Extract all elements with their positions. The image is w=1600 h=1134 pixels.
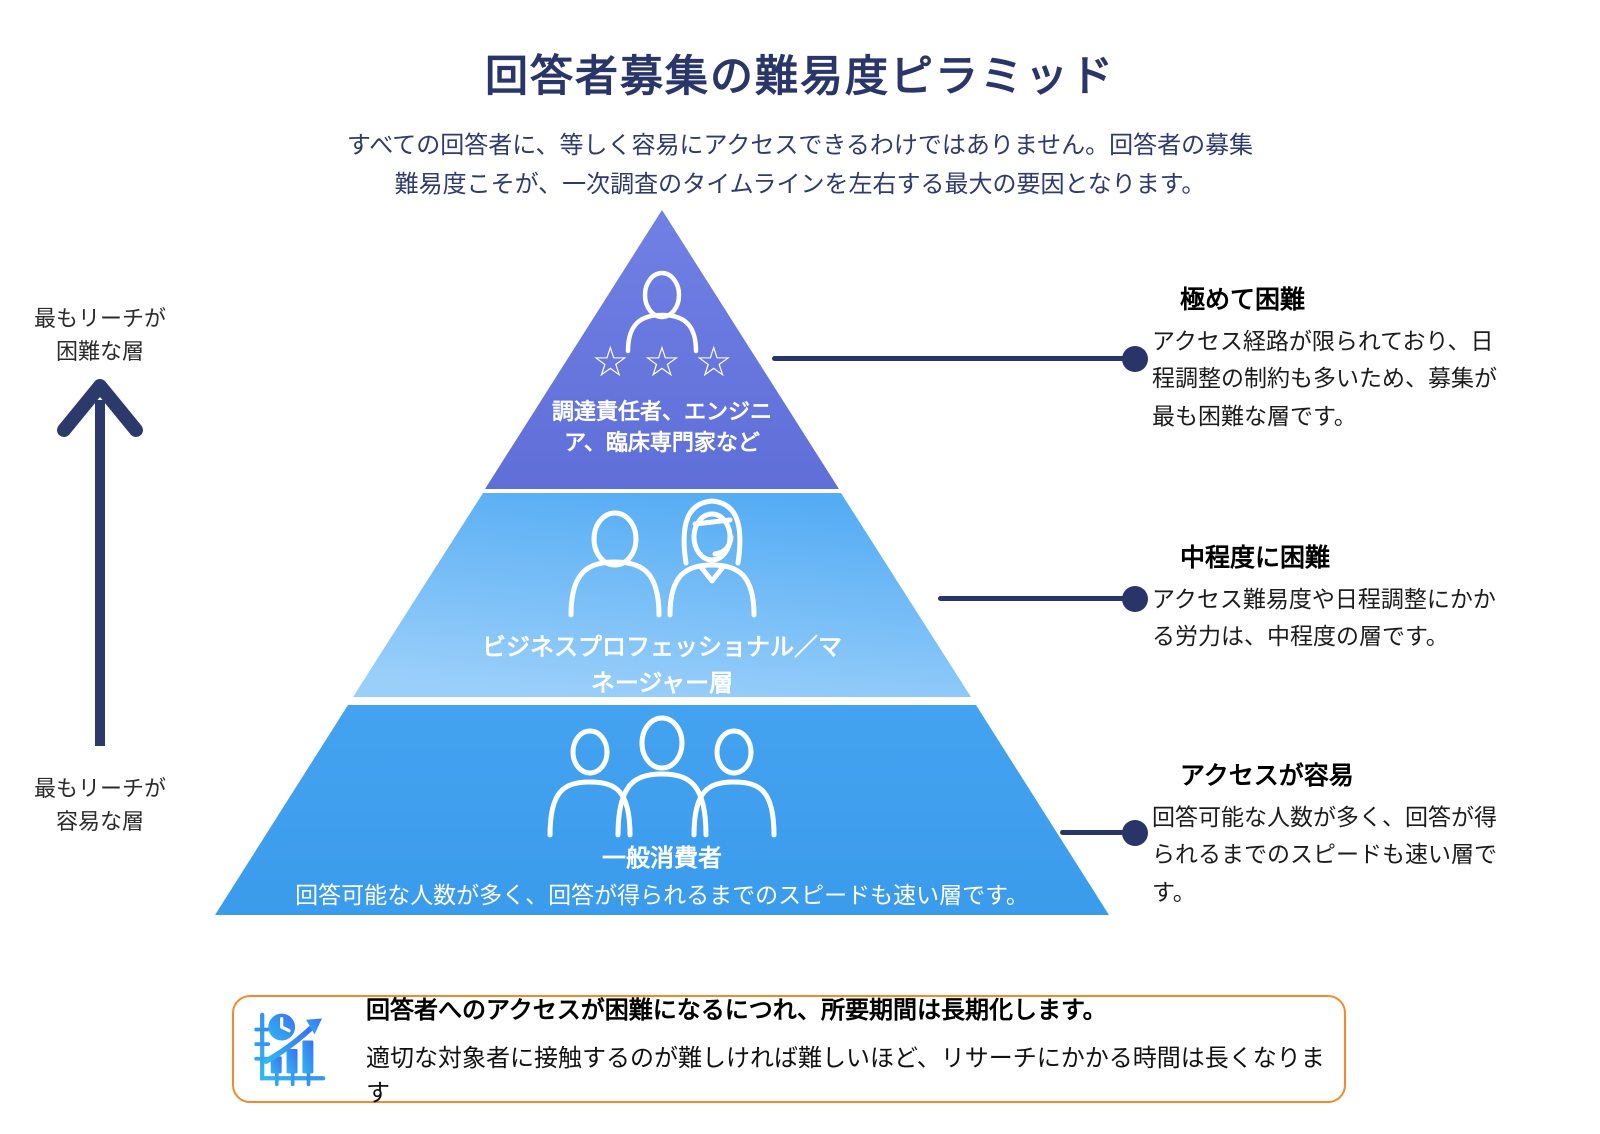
business-persons-icon <box>568 498 757 618</box>
tier-bottom-shape <box>215 705 1109 915</box>
difficulty-stars-icon: ☆☆☆ <box>591 338 747 385</box>
annotation-title: 中程度に困難 <box>1180 544 1331 572</box>
connector-line-middle <box>938 596 1124 601</box>
annotation-body: 回答可能な人数が多く、回答が得 られるまでのスピードも速い層で す。 <box>1152 804 1497 905</box>
annotation-title: 極めて困難 <box>1180 286 1306 314</box>
up-arrow-icon <box>57 379 143 746</box>
connector-line-top <box>772 356 1124 361</box>
axis-label-hardest: 最もリーチが 困難な層 <box>33 306 166 364</box>
connector-line-bottom <box>1060 830 1124 835</box>
annotation-body: アクセス難易度や日程調整にかか る労力は、中程度の層です。 <box>1152 586 1496 650</box>
tier-middle-shape <box>353 493 971 697</box>
pyramid <box>215 210 1109 915</box>
chart-growth-icon <box>254 1012 326 1087</box>
callout-body: 適切な対象者に接触するのが難しければ難しいほど、リサーチにかかる時間は長くなりま… <box>366 1045 1325 1107</box>
annotation-title: アクセスが容易 <box>1180 762 1354 790</box>
axis-label-easiest: 最もリーチが 容易な層 <box>33 776 166 834</box>
tier-bottom-description: 回答可能な人数が多く、回答が得られるまでのスピードも速い層です。 <box>295 882 1029 908</box>
tier-middle-label: ビジネスプロフェッショナル／マ ネージャー層 <box>482 634 842 697</box>
tier-top-label: 調達責任者、エンジニ ア、臨床専門家など <box>551 399 772 456</box>
callout-heading: 回答者へのアクセスが困難になるにつれ、所要期間は長期化します。 <box>366 997 1107 1024</box>
tier-top-shape <box>485 210 839 489</box>
callout-text: 回答者へのアクセスが困難になるにつれ、所要期間は長期化します。 適切な対象者に接… <box>366 990 1344 1108</box>
annotation-extremely-difficult: 極めて困難 アクセス経路が限られており、日 程調整の制約も多いため、募集が 最も… <box>1152 280 1552 435</box>
annotation-body: アクセス経路が限られており、日 程調整の制約も多いため、募集が 最も困難な層です… <box>1152 328 1497 429</box>
annotation-moderately-difficult: 中程度に困難 アクセス難易度や日程調整にかか る労力は、中程度の層です。 <box>1152 538 1552 656</box>
tier-bottom-label: 一般消費者 <box>602 845 722 872</box>
person-icon <box>625 270 699 354</box>
page-subtitle: すべての回答者に、等しく容易にアクセスできるわけではありません。回答者の募集 難… <box>346 132 1254 198</box>
page-title: 回答者募集の難易度ピラミッド <box>485 53 1115 101</box>
timeline-callout: 回答者へのアクセスが困難になるにつれ、所要期間は長期化します。 適切な対象者に接… <box>232 995 1346 1107</box>
consumers-icon <box>547 715 777 838</box>
annotation-easy-access: アクセスが容易 回答可能な人数が多く、回答が得 られるまでのスピードも速い層で … <box>1152 756 1552 911</box>
